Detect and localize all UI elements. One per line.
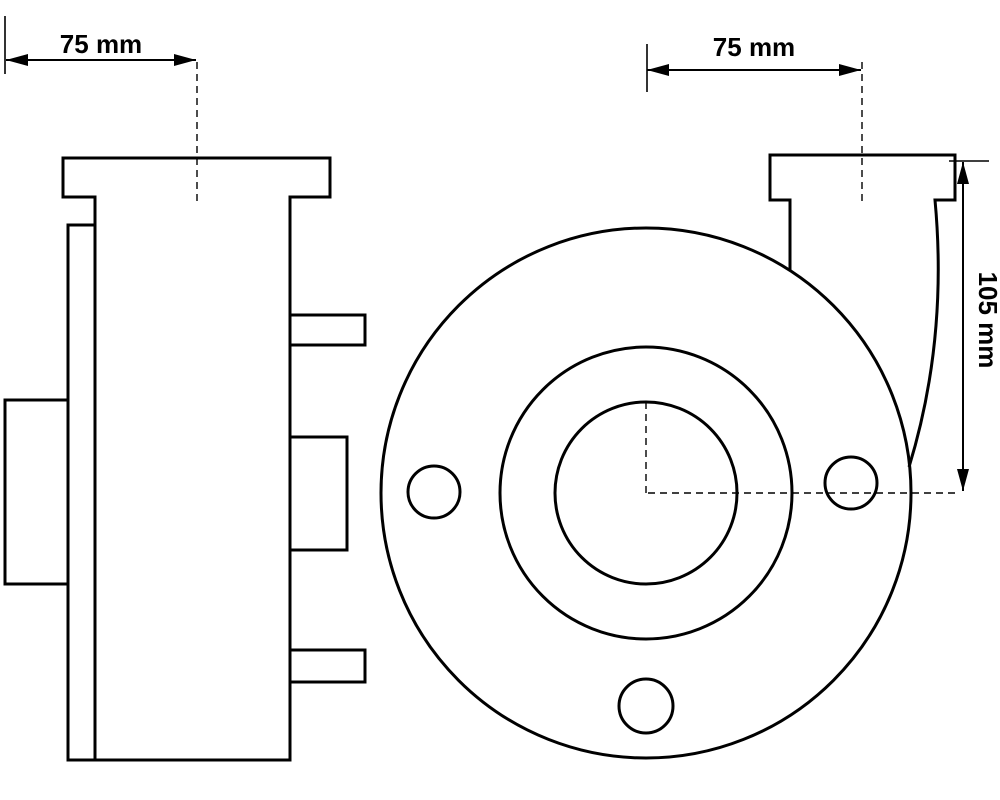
front-view-discharge-port	[768, 153, 957, 468]
side-view-suction-port	[3, 398, 70, 586]
dimension-label-front-height: 105 mm	[973, 272, 1000, 369]
side-view-lug-bottom	[288, 648, 367, 684]
side-view	[3, 62, 367, 762]
front-view-bolt-hole-right	[823, 455, 879, 511]
side-view-back-plate	[66, 223, 97, 762]
front-view	[379, 62, 957, 760]
side-view-lug-top	[288, 313, 367, 347]
arrowhead-bottom	[957, 469, 969, 491]
front-view-bolt-hole-left	[406, 464, 462, 520]
dimension-label-front-offset: 75 mm	[713, 32, 795, 62]
side-view-lug-middle	[288, 435, 349, 552]
dimension-side-width: 75 mm	[4, 16, 196, 74]
dimension-label-side-width: 75 mm	[60, 29, 142, 59]
arrowhead-right	[174, 54, 196, 66]
front-view-bolt-hole-bottom	[617, 677, 675, 735]
arrowhead-right	[839, 64, 861, 76]
arrowhead-left	[6, 54, 28, 66]
arrowhead-top	[957, 162, 969, 184]
dimension-front-height: 105 mm	[949, 160, 1000, 491]
arrowhead-left	[647, 64, 669, 76]
dimension-front-offset: 75 mm	[646, 32, 861, 92]
side-view-body-outline	[61, 156, 332, 762]
